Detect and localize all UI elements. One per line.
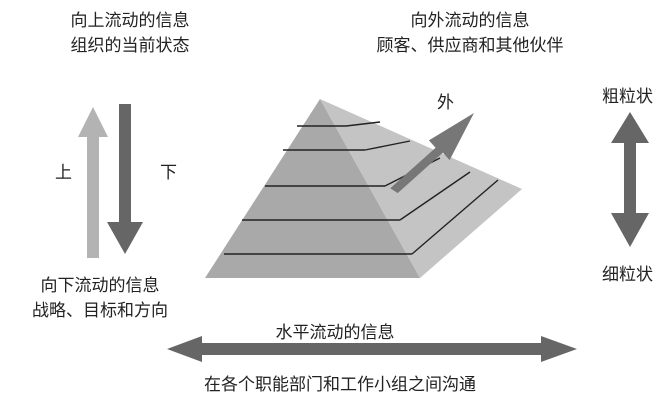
granularity-double-arrow-icon [611,112,649,247]
upward-info-subtitle: 组织的当前状态 [70,36,190,56]
down-label: 下 [160,163,177,183]
coarse-grained-label: 粗粒状 [602,87,653,107]
downward-info-subtitle: 战略、目标和方向 [32,301,168,321]
horizontal-double-arrow-icon [167,336,577,362]
downward-info-title: 向下流动的信息 [40,276,160,296]
outward-info-title: 向外流动的信息 [410,11,530,31]
upward-info-title: 向上流动的信息 [70,11,190,31]
up-arrow-icon [78,107,108,258]
pyramid-side-face [320,99,522,278]
outward-info-subtitle: 顾客、供应商和其他伙伴 [376,36,564,56]
organization-pyramid [205,99,522,278]
outward-arrow-icon [390,113,474,194]
down-arrow-icon [107,104,143,254]
horizontal-info-title: 水平流动的信息 [275,323,395,343]
fine-grained-label: 细粒状 [602,265,653,285]
out-label: 外 [437,93,454,113]
horizontal-info-subtitle: 在各个职能部门和工作小组之间沟通 [204,375,476,395]
pyramid-front-face [205,99,420,278]
up-label: 上 [55,163,72,183]
